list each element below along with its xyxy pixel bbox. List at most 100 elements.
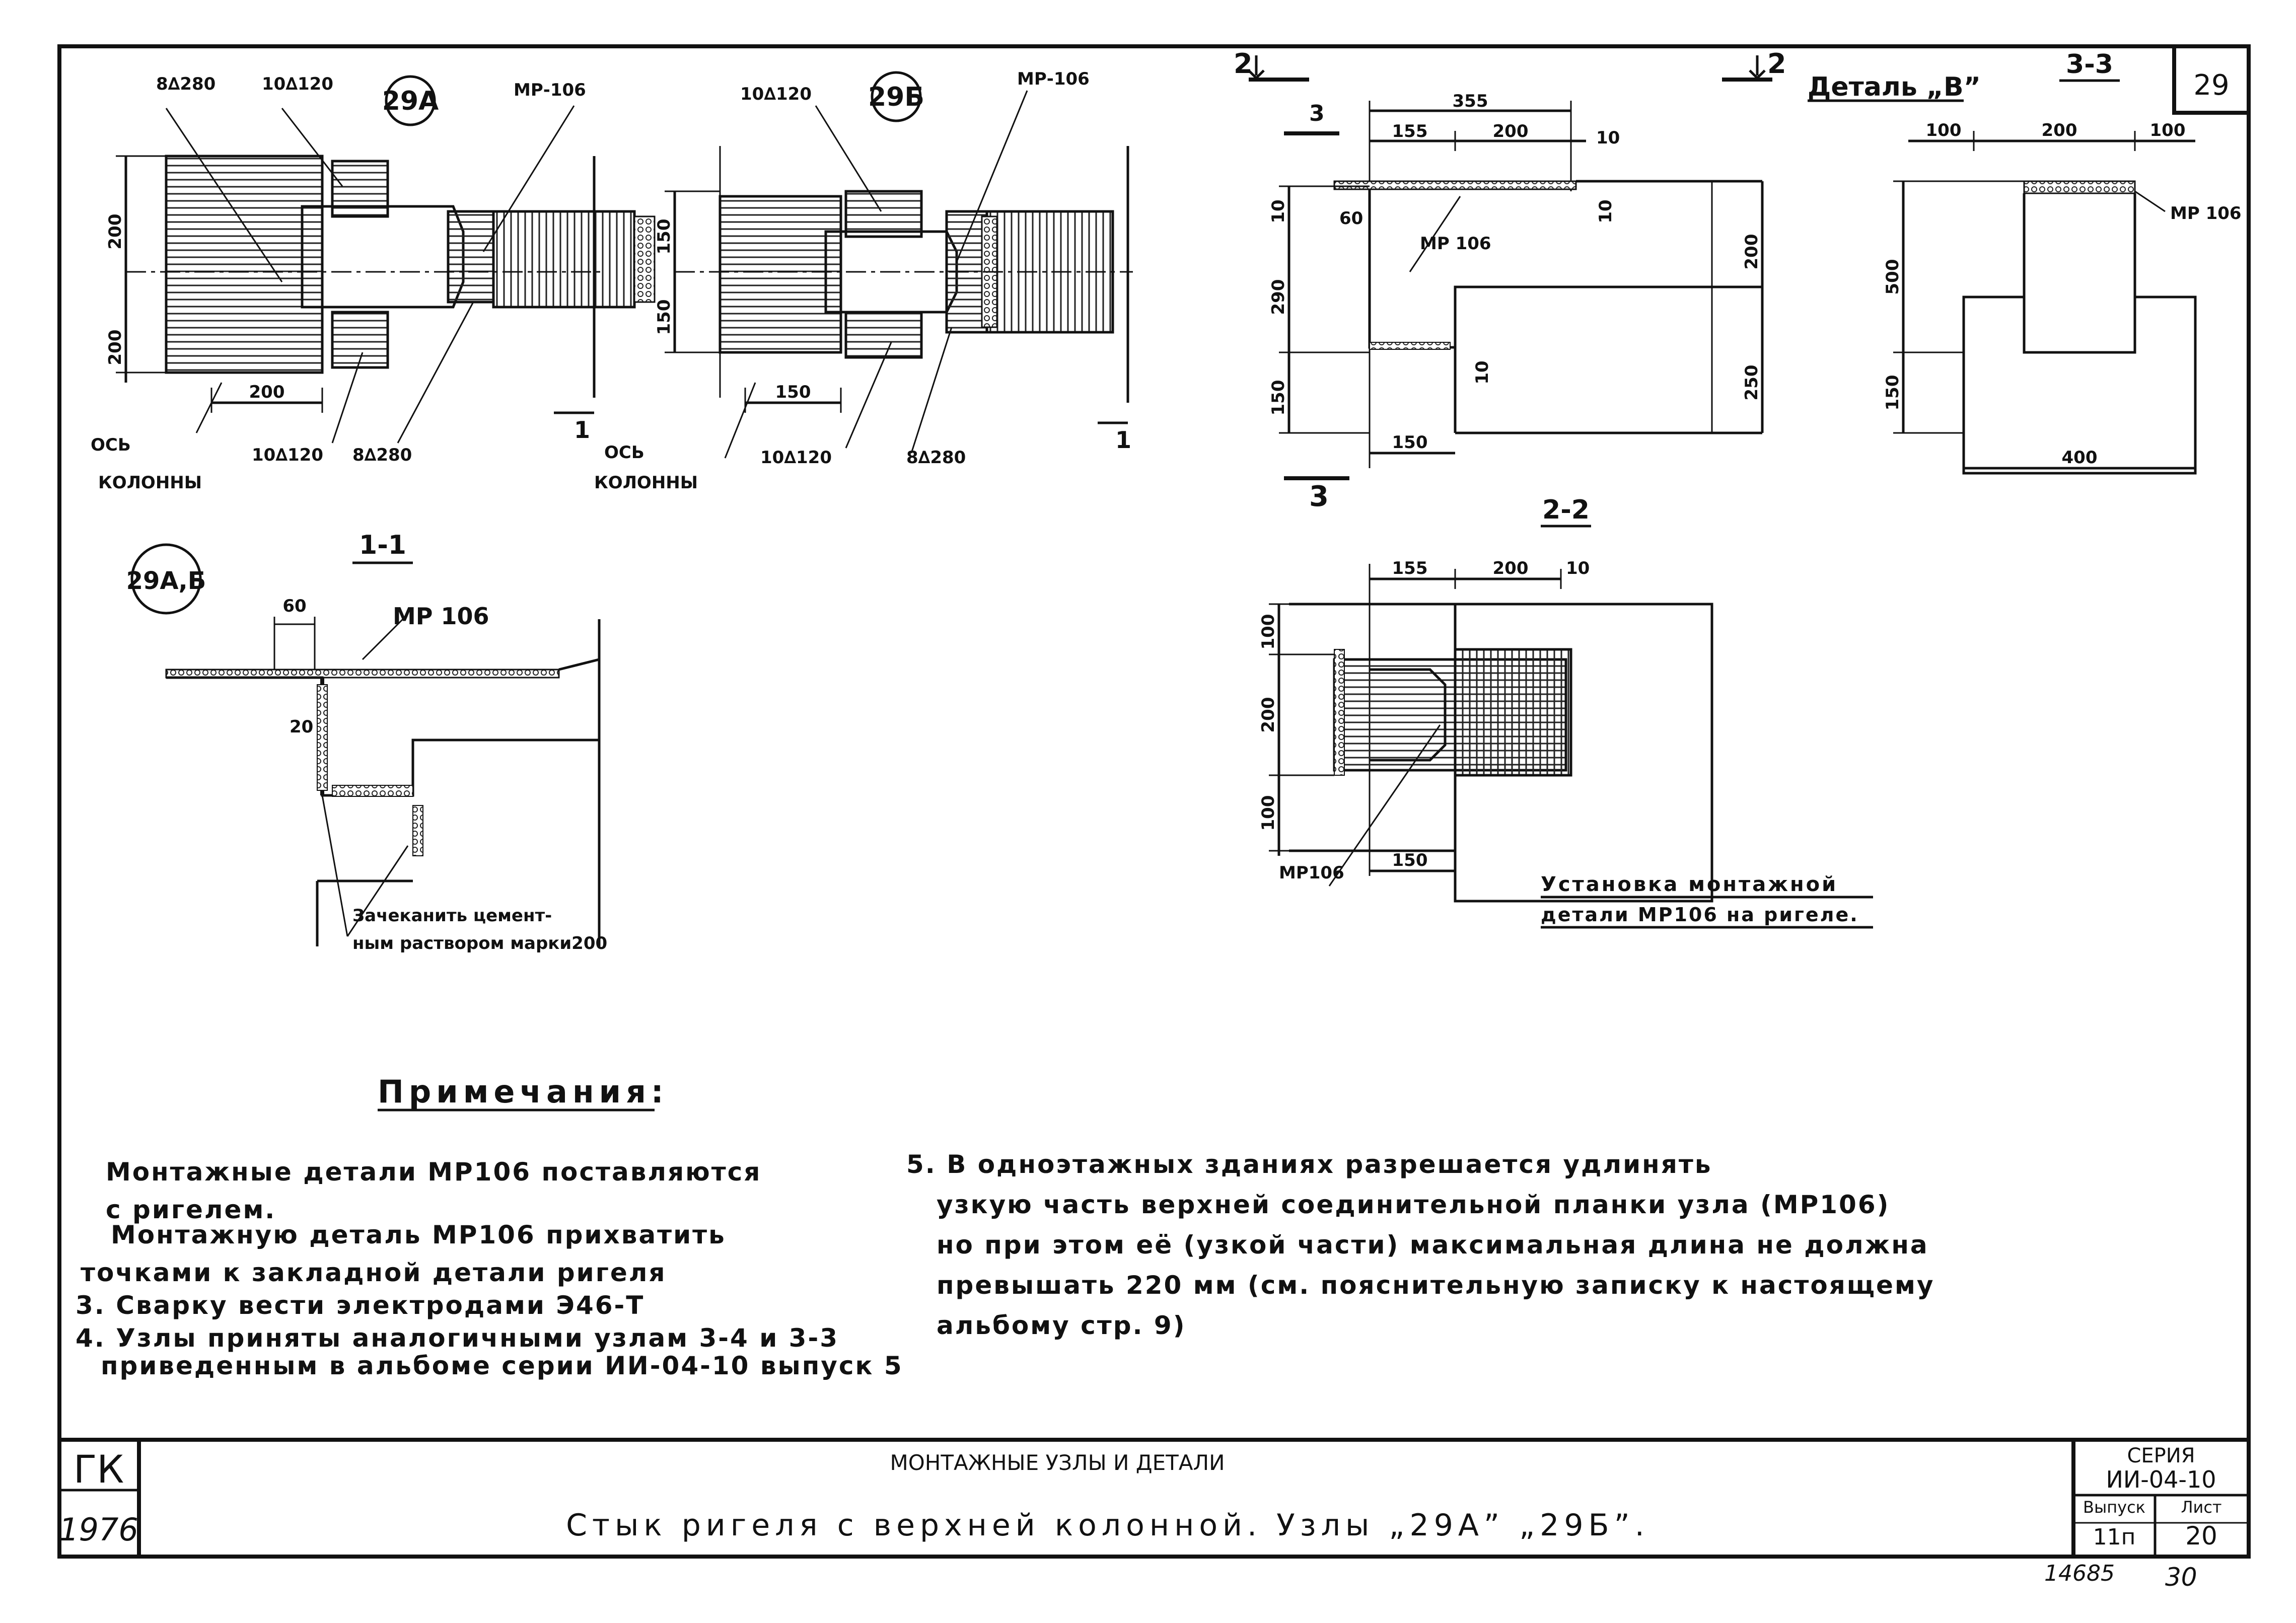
notes: Примечания: Монтажные детали МР106 поста… [76, 1073, 1934, 1380]
node-29a-plan: 29А 8∆280 10∆120 МР-106 200 200 200 ОСЬ … [91, 74, 656, 493]
footer-number: 14685 [2044, 1561, 2115, 1586]
section-2-2-dim-top-1: 155 [1392, 558, 1428, 578]
node-29b-label: 29Б [868, 82, 924, 112]
detail-b-dim-top-3: 100 [2150, 120, 2186, 140]
notes-right-3: но при этом её (узкой части) максимальна… [937, 1230, 1929, 1260]
detail-b: Деталь „В” 3-3 100 200 100 МР 106 500 15… [1808, 49, 2242, 475]
sec2-dim-c: 10 [1596, 128, 1620, 148]
node-29b-column: КОЛОННЫ [594, 473, 698, 493]
sec2-dim-left-150: 150 [1268, 380, 1288, 416]
notes-left-7: приведенным в альбоме серии ИИ-04-10 вып… [101, 1351, 903, 1380]
sec2-mark3-bottom: 3 [1309, 480, 1329, 513]
node-29b-rebar-bottom-right: 8∆280 [906, 448, 966, 468]
issue-value: 11п [2093, 1524, 2136, 1550]
section-1-1-note-1: Зачеканить цемент- [352, 906, 552, 926]
year: 1976 [59, 1511, 138, 1548]
node-29b-rebar-bottom-mid: 10∆120 [760, 448, 832, 468]
section-2-2-caption-1: Установка монтажной [1541, 873, 1838, 896]
section-2-2-dim-left-1: 100 [1258, 614, 1278, 650]
notes-left-4: точками к закладной детали ригеля [81, 1258, 666, 1287]
sec2-dim-b: 200 [1493, 121, 1529, 141]
node-29b-section-mark: 1 [1115, 426, 1131, 454]
section-1-1: 29А,Б 1-1 60 МР 106 20 Зачеканить цемент… [126, 530, 608, 953]
node-29b-rebar-top: 10∆120 [740, 84, 812, 104]
notes-title: Примечания: [378, 1073, 669, 1110]
section-1-1-title: 1-1 [359, 530, 406, 560]
section-1-1-node-label: 29А,Б [126, 567, 206, 595]
node-29a-rebar-bottom-mid: 10∆120 [252, 445, 323, 465]
detail-b-dim-top-1: 100 [1926, 120, 1962, 140]
node-29a-dim-left-1: 200 [105, 214, 125, 250]
section-2-2-dim-bottom: 150 [1392, 850, 1428, 870]
sec2-dim-10-right: 10 [1596, 199, 1616, 223]
sec2-dim-left-290: 290 [1268, 279, 1288, 315]
section-1-1-dim-top: 60 [282, 596, 306, 616]
section-1-1-dim-side: 20 [290, 717, 313, 737]
sheet-value: 20 [2185, 1521, 2217, 1551]
sec2-mark-right: 2 [1767, 48, 1786, 80]
detail-b-plate: МР 106 [2170, 203, 2242, 224]
detail-b-title: Деталь „В” [1808, 72, 1981, 102]
footer-page: 30 [2165, 1563, 2197, 1592]
section-1-1-note-2: ным раствором марки200 [352, 933, 607, 953]
notes-left-1: Монтажные детали МР106 поставляются [106, 1157, 761, 1187]
series-value: ИИ-04-10 [2106, 1466, 2216, 1493]
node-29b-dim-left-2: 150 [654, 300, 674, 335]
detail-b-dim-bottom: 400 [2062, 448, 2098, 468]
notes-right-2: узкую часть верхней соединительной планк… [937, 1190, 1890, 1219]
notes-right-5: альбому стр. 9) [937, 1311, 1186, 1340]
sec2-dim-a: 155 [1392, 121, 1428, 141]
notes-right-1: 5. В одноэтажных зданиях разрешается удл… [906, 1150, 1712, 1179]
node-29b-dim-bottom: 150 [775, 382, 811, 402]
detail-b-dim-top-2: 200 [2042, 120, 2077, 140]
issuer-mark: ГК [74, 1447, 124, 1492]
sec2-dim-right-200: 200 [1742, 234, 1762, 270]
sec2-mark3: 3 [1309, 101, 1325, 126]
section-2-top: 2 2 3 3 355 155 200 10 60 МР 106 10 [1234, 48, 1786, 513]
sec2-dim-10-small: 10 [1472, 360, 1492, 384]
section-2-2: 2-2 155 200 10 100 200 100 150 МР106 Уст… [1258, 495, 1873, 929]
node-29a-rebar-top-mid: 10∆120 [262, 74, 333, 94]
node-29b-dim-left-1: 150 [654, 219, 674, 255]
sec2-dim-total: 355 [1453, 91, 1488, 111]
sec2-dim-left-10: 10 [1268, 199, 1288, 223]
sheet-title: Стык ригеля с верхней колонной. Узлы „29… [566, 1508, 1649, 1543]
section-1-1-plate: МР 106 [393, 603, 489, 630]
notes-left-6: 4. Узлы приняты аналогичными узлам 3-4 и… [76, 1323, 839, 1353]
sheet-number-top: 29 [2193, 69, 2229, 102]
node-29a-label: 29А [382, 86, 439, 116]
sec2-dim-60: 60 [1339, 208, 1363, 229]
notes-right-4: превышать 220 мм (см. пояснительную запи… [937, 1271, 1934, 1300]
node-29b-plate: МР-106 [1017, 69, 1090, 89]
notes-left-2: с ригелем. [106, 1195, 276, 1224]
section-2-2-dim-left-2: 200 [1258, 697, 1278, 733]
node-29a-rebar-bottom-right: 8∆280 [352, 445, 412, 465]
section-2-2-caption-2: детали МР106 на ригеле. [1541, 904, 1859, 926]
issue-label: Выпуск [2083, 1498, 2145, 1517]
detail-b-dim-left-2: 150 [1883, 375, 1903, 411]
notes-left-5: 3. Сварку вести электродами Э46-Т [76, 1291, 644, 1320]
sheet-frame [57, 44, 2251, 1559]
section-2-2-plate: МР106 [1279, 863, 1344, 883]
node-29a-column: КОЛОННЫ [98, 473, 202, 493]
node-29a-axis: ОСЬ [91, 435, 131, 455]
sheet-heading: МОНТАЖНЫЕ УЗЛЫ И ДЕТАЛИ [890, 1450, 1225, 1475]
node-29a-dim-left-2: 200 [105, 330, 125, 365]
node-29a-dim-bottom: 200 [249, 382, 285, 402]
section-2-2-dim-left-3: 100 [1258, 795, 1278, 831]
sheet-label: Лист [2181, 1498, 2221, 1517]
node-29a-section-mark: 1 [574, 416, 590, 444]
title-block: 29 ГК 1976 МОНТАЖНЫЕ УЗЛЫ И ДЕТАЛИ Стык … [59, 69, 2230, 1592]
sec2-dim-bottom: 150 [1392, 432, 1428, 453]
notes-left-3: Монтажную деталь МР106 прихватить [111, 1220, 726, 1249]
detail-b-dim-left-1: 500 [1883, 259, 1903, 295]
node-29b-axis: ОСЬ [604, 442, 644, 463]
section-2-2-title: 2-2 [1542, 495, 1590, 525]
node-29a-rebar-top-left: 8∆280 [156, 74, 216, 94]
detail-b-section: 3-3 [2066, 49, 2113, 80]
sec2-dim-right-250: 250 [1742, 365, 1762, 401]
section-2-2-dim-top-2: 200 [1493, 558, 1529, 578]
sec2-mark-left: 2 [1234, 48, 1253, 80]
section-2-2-dim-top-3: 10 [1566, 558, 1590, 578]
